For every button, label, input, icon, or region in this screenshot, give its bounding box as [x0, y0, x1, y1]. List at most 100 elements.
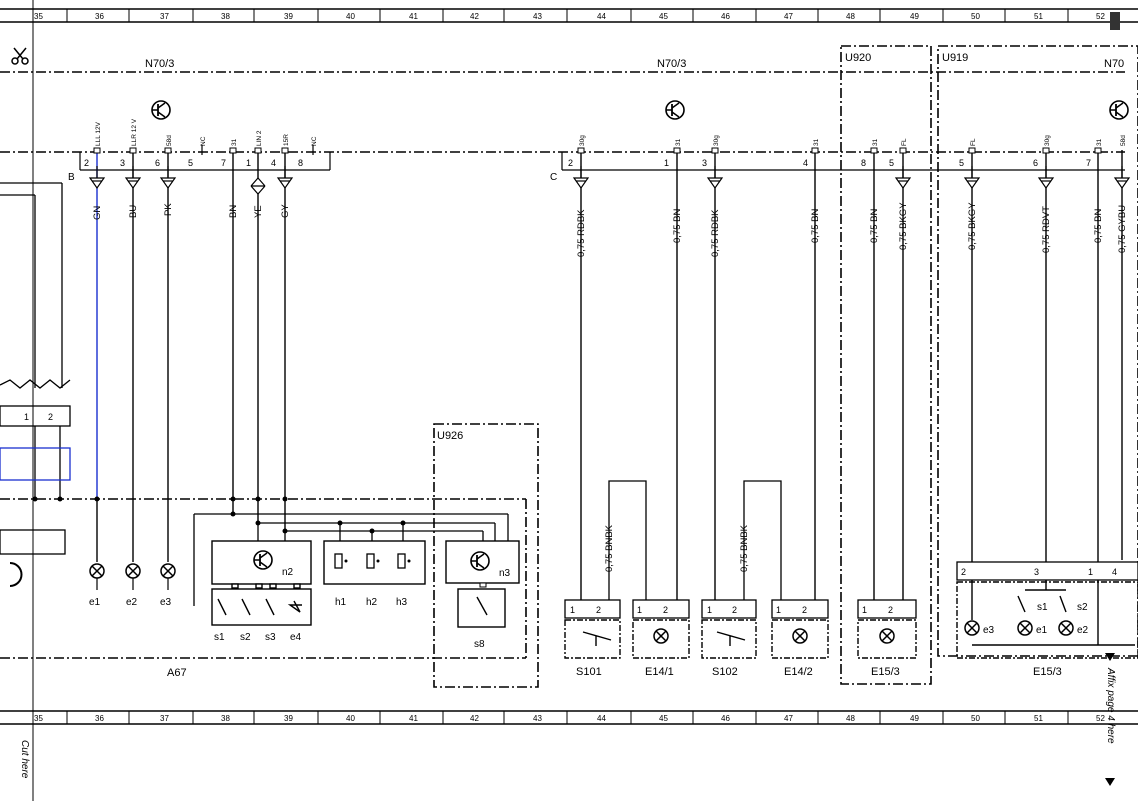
switch-label: s2 — [1077, 602, 1088, 613]
pin-number: 4 — [1112, 567, 1117, 577]
pin-number: 5 — [188, 158, 193, 168]
pin-number: 1 — [707, 605, 712, 615]
ruler-num: 38 — [221, 714, 230, 723]
group-label-u919: U919 — [942, 52, 968, 64]
group-label-n70: N70 — [1104, 58, 1124, 70]
wire-label: 0,75 BNBK — [604, 524, 615, 572]
wire-color: GN — [92, 206, 103, 220]
wire-label: 0,75 BN — [672, 209, 683, 243]
switch-label: s1 — [1037, 602, 1048, 613]
wire-color: BN — [228, 205, 239, 218]
wire-color: BU — [128, 205, 139, 218]
switch-label: e4 — [290, 632, 302, 643]
arrow-down-icon — [1105, 653, 1115, 661]
transistor-icon — [151, 100, 171, 120]
pin-signal: LIN 2 — [256, 130, 263, 146]
ruler-num: 35 — [34, 12, 43, 21]
pin-signal: 30g — [713, 135, 720, 146]
heater-symbols — [334, 553, 406, 569]
pin-number: 2 — [802, 605, 807, 615]
e15-3-lamp — [857, 599, 917, 659]
ruler-num: 45 — [659, 12, 668, 21]
lamp-label: e2 — [1077, 625, 1089, 636]
arrow-down-icon — [1105, 778, 1115, 786]
e14-1-lamp — [632, 599, 690, 659]
component-label: E14/1 — [645, 666, 674, 678]
component-label: E15/3 — [871, 666, 900, 678]
lamp-icon — [89, 563, 105, 579]
wire-label: 0,75 BKGY — [898, 202, 909, 250]
switch-label: s8 — [474, 639, 485, 650]
pin-signal: 31 — [1096, 138, 1103, 146]
ruler-num: 40 — [346, 714, 355, 723]
pin-signal: 31 — [872, 138, 879, 146]
ruler-num: 44 — [597, 12, 606, 21]
module-label-n2: n2 — [282, 567, 294, 578]
ruler-num: 35 — [34, 714, 43, 723]
ruler-num: 49 — [910, 12, 919, 21]
wire-label: 0,75 BNBK — [739, 524, 750, 572]
wire-label: 0,75 BKGY — [967, 202, 978, 250]
pin-number: 2 — [961, 567, 966, 577]
ruler-num: 39 — [284, 12, 293, 21]
previous-page-component — [0, 182, 71, 587]
pin-number: 2 — [732, 605, 737, 615]
pin-signal: 58d — [166, 135, 173, 146]
ruler-num: 46 — [721, 12, 730, 21]
s101-switch — [564, 599, 621, 659]
component-label: S101 — [576, 666, 602, 678]
pin-signal: LLL 12V — [95, 121, 102, 146]
ruler-num: 52 — [1096, 714, 1105, 723]
ruler-num: 45 — [659, 714, 668, 723]
ruler-num: 36 — [95, 714, 104, 723]
pin-signal: 31 — [813, 138, 820, 146]
ruler-num: 39 — [284, 714, 293, 723]
group-label-a67: A67 — [167, 667, 187, 679]
ruler-num: 50 — [971, 12, 980, 21]
connector-b — [79, 152, 331, 171]
pin-number: 1 — [862, 605, 867, 615]
switch-label: s3 — [265, 632, 276, 643]
group-label-n70: N70/3 — [145, 58, 174, 70]
connector-c-pins: 2 30g 0,75 RDBK 1 31 0,75 BN 3 30g 0,75 … — [568, 135, 1130, 608]
pin-signal: 58d — [1120, 135, 1127, 146]
pin-number: 3 — [702, 158, 707, 168]
module-label-n3: n3 — [499, 568, 511, 579]
wire-label: 0,75 RDVT — [1041, 206, 1052, 253]
pin-number: 1 — [24, 412, 29, 422]
connector-b-label: B — [68, 172, 75, 183]
pin-number: 1 — [776, 605, 781, 615]
pin-number: 2 — [568, 158, 573, 168]
component-label: E15/3 — [1033, 666, 1062, 678]
pin-signal: 31 — [675, 138, 682, 146]
pin-signal: LLR 12 V — [131, 118, 138, 146]
pin-number: 4 — [271, 158, 276, 168]
wire-label: 0,75 BN — [810, 209, 821, 243]
cut-here-label: Cut here — [19, 740, 30, 779]
pin-number: 4 — [803, 158, 808, 168]
pin-number: 2 — [663, 605, 668, 615]
group-label-u920: U920 — [845, 52, 871, 64]
ruler-num: 42 — [470, 714, 479, 723]
ruler-num: 40 — [346, 12, 355, 21]
e14-2-lamp — [771, 599, 829, 659]
affix-page-label: Affix page 4 here — [1105, 667, 1116, 744]
pin-number: 1 — [637, 605, 642, 615]
pin-number: 6 — [155, 158, 160, 168]
pin-signal: 30g — [579, 135, 586, 146]
pin-number: 2 — [48, 412, 53, 422]
transistor-icon — [665, 100, 685, 120]
ruler-num: 48 — [846, 12, 855, 21]
connector-c-label: C — [550, 172, 557, 183]
pin-signal: NC — [200, 136, 207, 146]
ruler-num: 41 — [409, 12, 418, 21]
switch-label: s1 — [214, 632, 225, 643]
ruler-num: 47 — [784, 12, 793, 21]
group-frames — [0, 45, 1138, 688]
switch-loop-wires — [608, 480, 782, 600]
pin-number: 1 — [1088, 567, 1093, 577]
ruler-num: 43 — [533, 714, 542, 723]
switch-symbols — [217, 583, 302, 616]
lamp-icon — [160, 563, 176, 579]
ruler-num: 50 — [971, 714, 980, 723]
